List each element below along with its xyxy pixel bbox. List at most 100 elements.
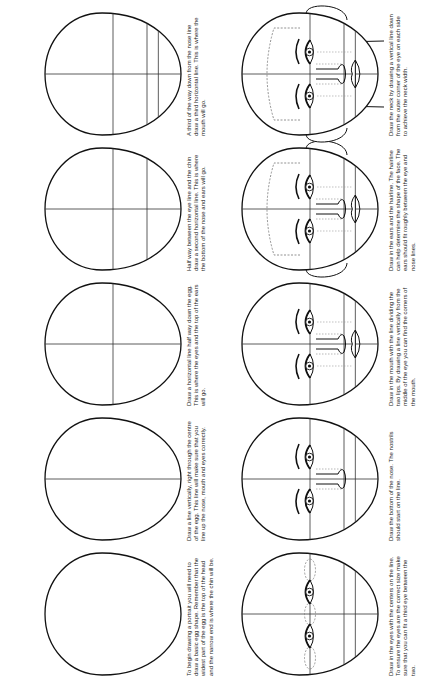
mouth-guide bbox=[317, 187, 351, 188]
eye-pupil bbox=[308, 590, 311, 593]
horizontal-guide bbox=[147, 13, 148, 135]
nostril bbox=[338, 335, 344, 339]
horizontal-guide bbox=[113, 148, 114, 270]
eye-pupil bbox=[308, 94, 311, 97]
horizontal-guide bbox=[158, 13, 159, 135]
mouth-guide bbox=[317, 322, 351, 323]
caption-slot: Draw a line vertically, right through th… bbox=[186, 417, 208, 541]
horizontal-guide bbox=[355, 553, 356, 675]
nose-side bbox=[316, 204, 338, 205]
spacing-oval bbox=[305, 647, 316, 669]
caption-slot: Half way between the eye line and the ch… bbox=[186, 147, 208, 271]
step-caption: To begin drawing a portrait you will nee… bbox=[186, 552, 215, 676]
horizontal-guide bbox=[310, 418, 311, 540]
step-figure bbox=[242, 283, 378, 405]
eye-pupil bbox=[308, 634, 311, 637]
eye-iris bbox=[306, 497, 314, 505]
horizontal-guide bbox=[310, 283, 311, 405]
step-caption: Draw in the eyes with the centers on the… bbox=[388, 552, 417, 676]
nostril bbox=[338, 214, 344, 218]
eye-iris bbox=[306, 227, 314, 235]
eyebrow bbox=[296, 489, 299, 514]
guide-dash bbox=[316, 354, 342, 355]
eye-pupil bbox=[308, 455, 311, 458]
mouth-guide bbox=[317, 231, 351, 232]
step-caption: Draw a line vertically, right through th… bbox=[186, 417, 208, 541]
guide-lines bbox=[45, 148, 181, 270]
eye-outline bbox=[306, 624, 314, 648]
nostril bbox=[338, 484, 344, 488]
eye-iris bbox=[306, 318, 314, 326]
horizontal-guide bbox=[344, 553, 345, 675]
horizontal-guide bbox=[310, 13, 311, 135]
eye-pupil bbox=[308, 499, 311, 502]
step-figure bbox=[242, 553, 378, 675]
guide-lines bbox=[45, 13, 181, 135]
nose-base bbox=[344, 66, 346, 82]
caption-slot: To begin drawing a portrait you will nee… bbox=[186, 552, 215, 676]
step-caption: Half way between the eye line and the ch… bbox=[186, 147, 208, 271]
guide-lines bbox=[242, 418, 378, 540]
step-figure bbox=[242, 418, 378, 540]
caption-slot: Draw in the mouth with the line dividing… bbox=[388, 282, 417, 406]
caption-slot: Draw in the ears and the hairline. The h… bbox=[388, 147, 417, 271]
step-figure bbox=[45, 553, 181, 675]
eye-outline bbox=[306, 489, 314, 513]
mouth-guide bbox=[317, 52, 351, 53]
nose-side bbox=[316, 69, 338, 70]
eye-iris bbox=[306, 183, 314, 191]
horizontal-guide bbox=[355, 418, 356, 540]
eyebrow bbox=[296, 444, 299, 469]
eyebrow bbox=[296, 354, 299, 379]
eyebrow bbox=[296, 39, 299, 64]
caption-slot: Draw in the eyes with the centers on the… bbox=[388, 552, 417, 676]
step-caption: Draw the bottom of the nose. The nostril… bbox=[388, 417, 402, 541]
lower-lip bbox=[355, 60, 360, 88]
egg-outline bbox=[242, 148, 378, 270]
step-caption: Draw the neck by drawing a vertical line… bbox=[388, 12, 410, 136]
nose-side bbox=[316, 474, 338, 475]
step-figure bbox=[45, 13, 181, 135]
egg-outline bbox=[242, 418, 378, 540]
guide-lines bbox=[45, 283, 181, 405]
guide-lines bbox=[45, 479, 181, 480]
egg-outline bbox=[45, 283, 181, 405]
nostril bbox=[338, 65, 344, 69]
nose-base bbox=[344, 201, 346, 217]
step-caption: Draw in the ears and the hairline. The h… bbox=[388, 147, 417, 271]
nostril bbox=[338, 79, 344, 83]
step-figure bbox=[242, 141, 378, 277]
guide-dash bbox=[316, 469, 342, 470]
horizontal-guide bbox=[147, 148, 148, 270]
nose-side bbox=[316, 79, 338, 80]
eye-outline bbox=[306, 445, 314, 469]
step-figure bbox=[45, 148, 181, 270]
step-figure bbox=[45, 283, 181, 405]
guide-dash bbox=[316, 219, 342, 220]
upper-lip bbox=[351, 195, 355, 223]
horizontal-guide bbox=[113, 283, 114, 405]
horizontal-guide bbox=[113, 13, 114, 135]
eye-iris bbox=[306, 92, 314, 100]
eye-pupil bbox=[308, 50, 311, 53]
nostril bbox=[338, 200, 344, 204]
eyebrow bbox=[296, 174, 299, 199]
spacing-oval bbox=[305, 603, 316, 625]
eye-iris bbox=[306, 453, 314, 461]
eye-outline bbox=[306, 219, 314, 243]
guide-lines bbox=[242, 13, 378, 135]
eye-pupil bbox=[308, 364, 311, 367]
horizontal-guide bbox=[344, 13, 345, 135]
nose-base bbox=[344, 336, 346, 352]
horizontal-guide bbox=[310, 553, 311, 675]
mouth-guide bbox=[317, 96, 351, 97]
eye-iris bbox=[306, 632, 314, 640]
nostril bbox=[338, 349, 344, 353]
egg-outline bbox=[242, 553, 378, 675]
caption-slot: Draw a horizontal line half way down the… bbox=[186, 282, 208, 406]
egg-outline bbox=[45, 148, 181, 270]
egg-outline bbox=[242, 283, 378, 405]
eye-outline bbox=[306, 580, 314, 604]
eye-iris bbox=[306, 588, 314, 596]
